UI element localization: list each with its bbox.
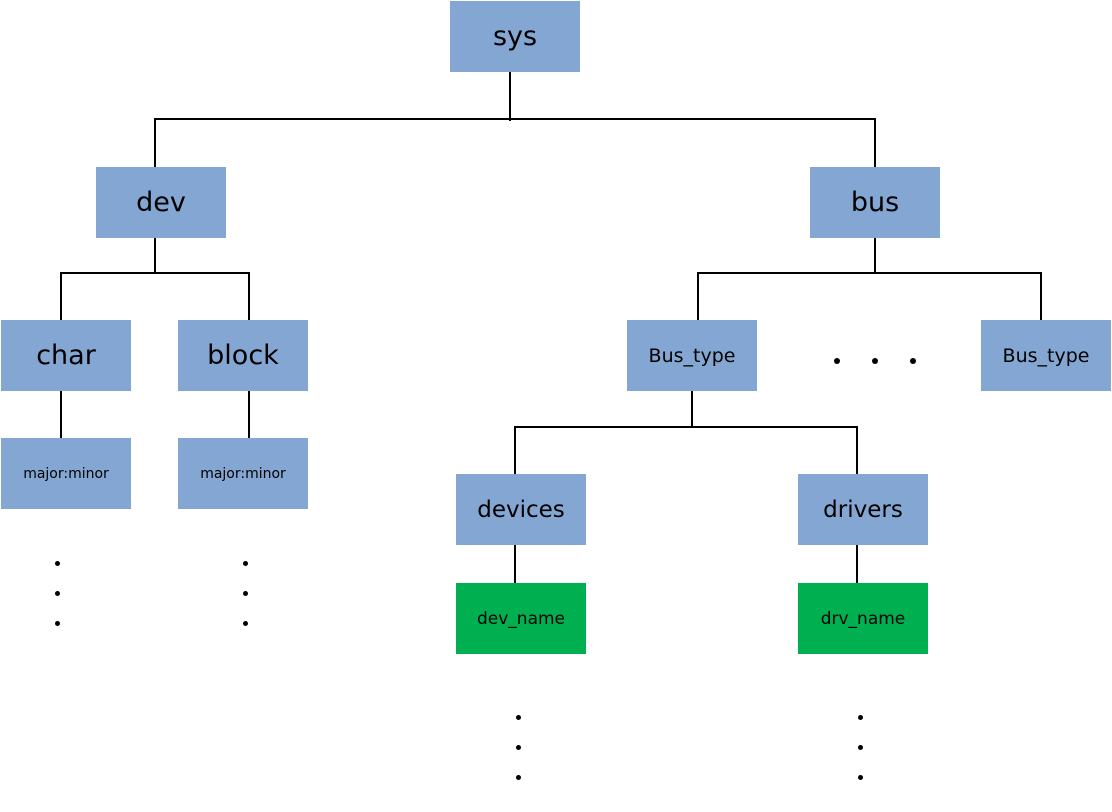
connector-bus-type-branch bbox=[514, 426, 858, 428]
ellipsis-dot bbox=[243, 561, 248, 566]
ellipsis-dot bbox=[243, 591, 248, 596]
ellipsis-dot bbox=[872, 358, 878, 364]
connector-to-bus-type-2 bbox=[1040, 272, 1042, 320]
connector-block-to-major-minor bbox=[248, 391, 250, 438]
connector-bus-type-down bbox=[691, 391, 693, 428]
connector-bus-down bbox=[874, 238, 876, 274]
ellipsis-dot bbox=[858, 775, 863, 780]
ellipsis-dot bbox=[910, 358, 916, 364]
connector-drivers-to-drv-name bbox=[856, 545, 858, 583]
connector-sys-down bbox=[509, 71, 511, 121]
connector-dev-branch bbox=[60, 272, 250, 274]
ellipsis-dot bbox=[55, 561, 60, 566]
ellipsis-dot bbox=[834, 358, 840, 364]
ellipsis-dot bbox=[243, 621, 248, 626]
connector-to-bus bbox=[874, 118, 876, 167]
ellipsis-dot bbox=[858, 745, 863, 750]
connector-to-bus-type-1 bbox=[697, 272, 699, 320]
ellipsis-dot bbox=[55, 621, 60, 626]
node-drv-name: drv_name bbox=[798, 583, 928, 654]
ellipsis-dot bbox=[55, 591, 60, 596]
node-major-minor-char: major:minor bbox=[1, 438, 131, 509]
node-block: block bbox=[178, 320, 308, 391]
ellipsis-dot bbox=[516, 775, 521, 780]
ellipsis-dot bbox=[858, 715, 863, 720]
connector-dev-down bbox=[154, 238, 156, 274]
connector-to-char bbox=[60, 272, 62, 320]
node-major-minor-block: major:minor bbox=[178, 438, 308, 509]
connector-sys-branch bbox=[154, 118, 876, 120]
node-bus-type-2: Bus_type bbox=[981, 320, 1111, 391]
connector-devices-to-dev-name bbox=[514, 545, 516, 583]
connector-to-devices bbox=[514, 426, 516, 474]
node-dev: dev bbox=[96, 167, 226, 238]
node-dev-name: dev_name bbox=[456, 583, 586, 654]
connector-to-drivers bbox=[856, 426, 858, 474]
node-drivers: drivers bbox=[798, 474, 928, 545]
node-sys: sys bbox=[450, 1, 580, 72]
connector-bus-branch bbox=[697, 272, 1042, 274]
node-bus: bus bbox=[810, 167, 940, 238]
connector-char-to-major-minor bbox=[60, 391, 62, 438]
node-bus-type-1: Bus_type bbox=[627, 320, 757, 391]
node-char: char bbox=[1, 320, 131, 391]
connector-to-dev bbox=[154, 118, 156, 167]
ellipsis-dot bbox=[516, 745, 521, 750]
connector-to-block bbox=[248, 272, 250, 320]
node-devices: devices bbox=[456, 474, 586, 545]
ellipsis-dot bbox=[516, 715, 521, 720]
